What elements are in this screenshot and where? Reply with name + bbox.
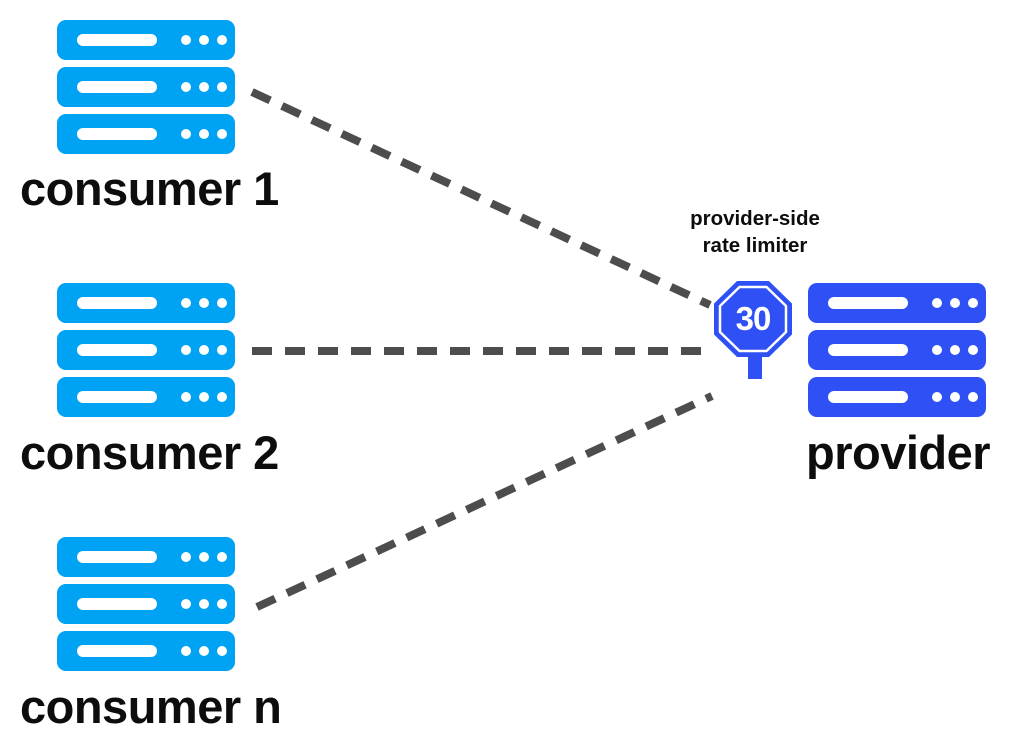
server-indicator-dot [217, 646, 227, 656]
node-label-consumer-2: consumer 2 [20, 426, 279, 479]
server-indicator-dot [199, 552, 209, 562]
server-status-bar [77, 645, 157, 657]
server-indicator-dot [181, 82, 191, 92]
server-indicator-dot [199, 599, 209, 609]
server-indicator-dot [950, 298, 960, 308]
connection-consumer-n [255, 392, 714, 611]
server-indicator-dot [181, 599, 191, 609]
server-status-bar [828, 297, 908, 309]
server-indicator-dot [932, 298, 942, 308]
server-bar [57, 330, 235, 370]
server-indicator-dot [217, 345, 227, 355]
rate-limiter-node[interactable]: 30 [714, 281, 796, 401]
node-provider[interactable] [808, 283, 986, 424]
server-indicator-dot [199, 82, 209, 92]
node-label-provider: provider [806, 426, 991, 479]
server-bar [57, 20, 235, 60]
server-indicator-dot [181, 392, 191, 402]
server-indicator-dot [199, 129, 209, 139]
server-indicator-dot [932, 392, 942, 402]
server-indicator-dot [181, 129, 191, 139]
server-indicator-dot [932, 345, 942, 355]
rate-limiter-caption: provider-side rate limiter [655, 205, 855, 259]
node-label-consumer-n: consumer n [20, 680, 282, 733]
server-status-bar [828, 344, 908, 356]
server-indicator-dot [181, 552, 191, 562]
server-status-bar [77, 81, 157, 93]
server-bar [808, 330, 986, 370]
server-bar [57, 114, 235, 154]
server-indicator-dot [217, 552, 227, 562]
server-indicator-dot [199, 298, 209, 308]
server-bar [57, 631, 235, 671]
server-status-bar [77, 34, 157, 46]
server-indicator-dot [199, 345, 209, 355]
server-stack-icon [808, 283, 986, 424]
server-status-bar [77, 551, 157, 563]
server-indicator-dot [217, 82, 227, 92]
node-label-consumer-1: consumer 1 [20, 162, 279, 215]
server-bar [57, 67, 235, 107]
server-status-bar [77, 128, 157, 140]
rate-limit-value: 30 [735, 299, 772, 337]
server-indicator-dot [968, 392, 978, 402]
node-consumer-n[interactable] [57, 537, 235, 678]
rate-limiter-caption-line-1: provider-side [690, 207, 820, 230]
server-stack-icon [57, 283, 235, 424]
server-indicator-dot [217, 599, 227, 609]
server-indicator-dot [199, 646, 209, 656]
node-consumer-1[interactable] [57, 20, 235, 161]
octagon-sign-icon [714, 281, 792, 357]
server-stack-icon [57, 20, 235, 161]
server-status-bar [77, 344, 157, 356]
server-indicator-dot [950, 345, 960, 355]
server-bar [57, 283, 235, 323]
server-status-bar [77, 297, 157, 309]
server-status-bar [77, 391, 157, 403]
server-indicator-dot [217, 35, 227, 45]
server-indicator-dot [968, 345, 978, 355]
server-indicator-dot [217, 298, 227, 308]
server-indicator-dot [968, 298, 978, 308]
server-bar [808, 377, 986, 417]
server-indicator-dot [181, 298, 191, 308]
server-indicator-dot [199, 35, 209, 45]
server-indicator-dot [181, 646, 191, 656]
server-indicator-dot [217, 392, 227, 402]
server-indicator-dot [181, 345, 191, 355]
server-stack-icon [57, 537, 235, 678]
server-status-bar [77, 598, 157, 610]
server-indicator-dot [181, 35, 191, 45]
server-indicator-dot [217, 129, 227, 139]
server-bar [57, 584, 235, 624]
server-bar [808, 283, 986, 323]
connection-consumer-1 [250, 88, 712, 309]
node-consumer-2[interactable] [57, 283, 235, 424]
server-bar [57, 537, 235, 577]
server-status-bar [828, 391, 908, 403]
server-indicator-dot [199, 392, 209, 402]
server-indicator-dot [950, 392, 960, 402]
server-bar [57, 377, 235, 417]
rate-limiter-caption-line-2: rate limiter [702, 234, 808, 258]
